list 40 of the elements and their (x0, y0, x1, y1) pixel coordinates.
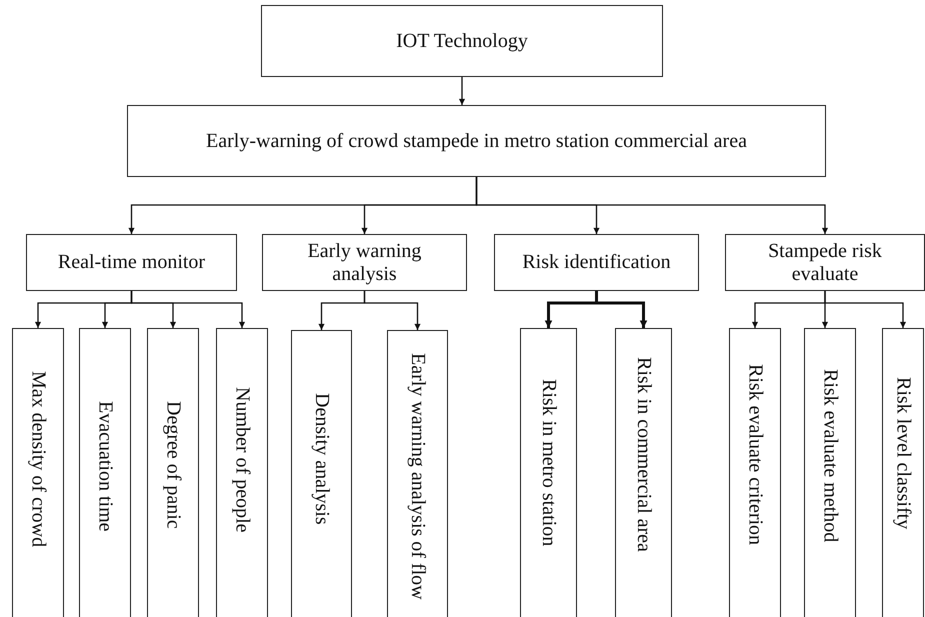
process-box (26, 234, 237, 291)
process-box (291, 330, 352, 617)
box-label: IOT Technology (395, 30, 529, 52)
box-label: Real-time monitor (56, 251, 206, 274)
box-label: Number of people (232, 387, 252, 533)
arrow (595, 291, 648, 328)
box-label: Early warning analysis of flow (407, 353, 428, 600)
box-label: Risk level classifty (892, 377, 914, 530)
process-box (12, 328, 64, 617)
box-label: Early-warning of crowd stampede in metro station commercial area (205, 130, 748, 152)
process-box (79, 328, 131, 617)
box-label: Risk in metro station (538, 379, 559, 546)
process-box (216, 328, 268, 617)
process-box (725, 234, 925, 291)
box-label: Early warning analysis (306, 240, 422, 286)
process-box (261, 5, 663, 77)
box-label: Risk in commercial area (633, 357, 654, 552)
process-box (262, 234, 467, 291)
process-box (729, 328, 781, 617)
arrow (458, 77, 466, 105)
box-label: Degree of panic (162, 401, 184, 529)
box-label: Risk evaluate method (820, 369, 840, 542)
box-label: Evacuation time (94, 401, 116, 532)
process-box (882, 328, 924, 617)
box-label: Density analysis (311, 393, 332, 525)
arrow (476, 177, 828, 234)
process-box (615, 328, 672, 617)
box-label: Max density of crowd (28, 371, 48, 548)
box-label: Risk identification (521, 251, 672, 274)
process-box (387, 330, 448, 617)
box-label: Stampede risk evaluate (767, 240, 883, 286)
arrow (824, 291, 906, 328)
box-label: Risk evaluate criterion (744, 364, 766, 546)
process-box (804, 328, 856, 617)
arrow (130, 291, 246, 328)
process-box (494, 234, 699, 291)
process-box (147, 328, 199, 617)
process-box (127, 105, 826, 177)
process-box (520, 328, 577, 617)
arrow (364, 291, 421, 330)
